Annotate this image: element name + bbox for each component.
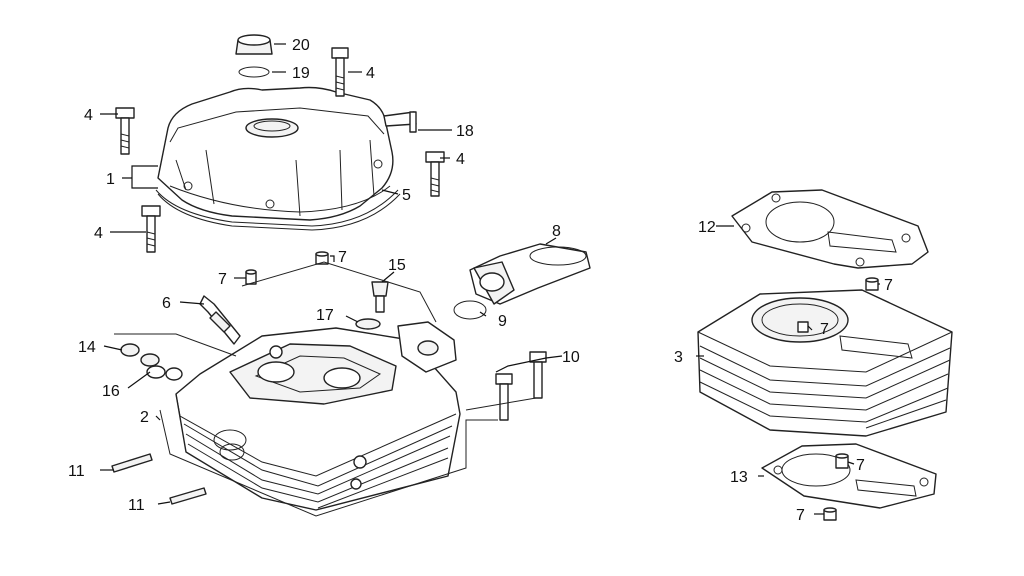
callout-7-head-left: 7 bbox=[218, 271, 227, 288]
o-ring bbox=[238, 66, 270, 78]
bolt-left-top bbox=[115, 107, 135, 155]
callout-7-gasket: 7 bbox=[856, 457, 865, 474]
head-gasket bbox=[731, 189, 929, 269]
callout-2: 2 bbox=[140, 409, 149, 426]
callout-20: 20 bbox=[292, 37, 310, 54]
dowel-pin bbox=[245, 251, 329, 285]
manifold-o-ring bbox=[453, 300, 487, 320]
callout-4-top: 4 bbox=[366, 65, 375, 82]
callout-11-lower: 11 bbox=[128, 497, 145, 514]
filler-plug bbox=[235, 34, 273, 55]
callout-7-head-top: 7 bbox=[338, 249, 347, 266]
tappet-adjuster bbox=[371, 281, 389, 313]
bolt-left-bottom bbox=[141, 205, 161, 253]
callout-8: 8 bbox=[552, 223, 561, 240]
callout-15: 15 bbox=[388, 257, 406, 274]
callout-4-bottom: 4 bbox=[94, 225, 103, 242]
head-bolt bbox=[495, 351, 547, 421]
callout-7-cyl-mid: 7 bbox=[820, 321, 829, 338]
breather-pipe bbox=[383, 111, 417, 133]
callout-4-left: 4 bbox=[84, 107, 93, 124]
callout-11-upper: 11 bbox=[68, 463, 85, 480]
callout-7-cyl-top: 7 bbox=[884, 277, 893, 294]
callout-4-right: 4 bbox=[456, 151, 465, 168]
callout-5: 5 bbox=[402, 187, 411, 204]
callout-3: 3 bbox=[674, 349, 683, 366]
washer bbox=[355, 318, 381, 330]
cylinder-head-cover bbox=[157, 86, 394, 221]
callout-10: 10 bbox=[562, 349, 580, 366]
cylinder-head bbox=[175, 327, 461, 511]
callout-7-bottom: 7 bbox=[796, 507, 805, 524]
cylinder-block bbox=[697, 289, 953, 437]
base-gasket bbox=[761, 443, 937, 509]
callout-12: 12 bbox=[698, 219, 716, 236]
dowel-pin-right bbox=[865, 277, 879, 291]
callout-6: 6 bbox=[162, 295, 171, 312]
callout-13: 13 bbox=[730, 469, 748, 486]
callout-14: 14 bbox=[78, 339, 96, 356]
leader-lines bbox=[100, 43, 880, 517]
callout-1: 1 bbox=[106, 171, 115, 188]
callout-16: 16 bbox=[102, 383, 120, 400]
cylinder-pin bbox=[111, 453, 153, 473]
spark-plug bbox=[199, 295, 241, 345]
callout-labels: 20 19 4 4 18 1 4 5 4 7 7 8 6 15 9 17 14 … bbox=[68, 37, 893, 524]
cover-gasket bbox=[155, 189, 399, 227]
callout-18: 18 bbox=[456, 123, 474, 140]
callout-9: 9 bbox=[498, 313, 507, 330]
bolt-right bbox=[425, 151, 445, 197]
head-intake-port bbox=[397, 321, 457, 373]
bolt-top bbox=[331, 47, 349, 97]
dowel-pin-lower bbox=[823, 453, 849, 521]
callout-19: 19 bbox=[292, 65, 310, 82]
callout-17: 17 bbox=[316, 307, 334, 324]
valve-cap bbox=[120, 343, 183, 381]
intake-manifold bbox=[469, 243, 591, 305]
